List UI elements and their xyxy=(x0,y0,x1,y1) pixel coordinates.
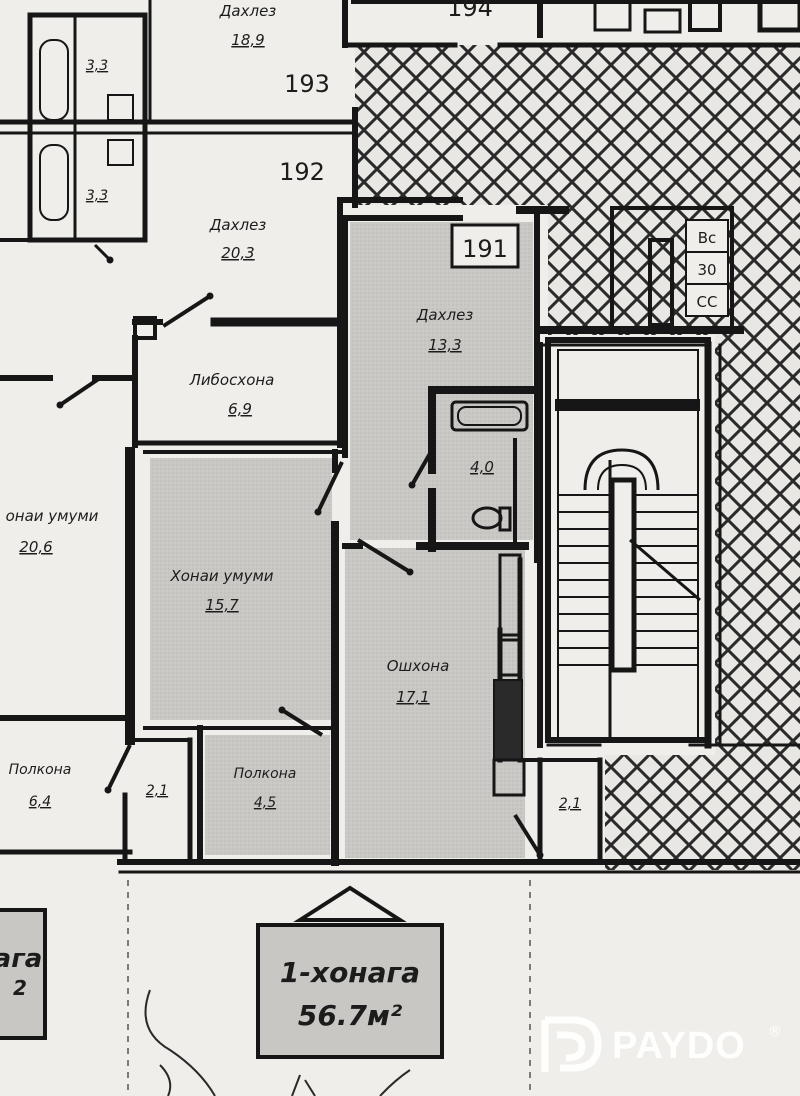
apartment-191-box xyxy=(450,223,520,269)
door-ends xyxy=(56,256,544,859)
top-walls xyxy=(0,0,800,208)
utility-label-3: СС xyxy=(697,293,718,311)
room-area-balcony-left: 6,4 xyxy=(29,794,51,810)
left-card-line1: ага xyxy=(0,944,42,974)
room-name-dahlez-191: Дахлез xyxy=(416,306,474,324)
left-summary-card xyxy=(0,908,47,1040)
hatched-area-top xyxy=(355,45,800,205)
paydo-logo-icon xyxy=(541,1016,602,1072)
orientation-arrow-icon xyxy=(293,885,407,922)
room-name-living-191: Хонаи умуми xyxy=(169,567,273,585)
room-area-bath-b: 3,3 xyxy=(86,188,108,204)
utility-label-1: Вс xyxy=(698,229,717,247)
room-area-dahlez-top: 18,9 xyxy=(231,31,264,49)
door-swings xyxy=(106,449,542,857)
room-name-dahlez-top: Дахлез xyxy=(219,2,277,20)
bathtub-icon xyxy=(450,400,529,432)
hatched-area-bottom xyxy=(605,755,800,870)
room-name-balcony-left: Полкона xyxy=(9,762,72,778)
room-name-libos: Либосхона xyxy=(189,371,275,389)
room-area-kitchen: 17,1 xyxy=(396,688,429,706)
room-name-balcony-191: Полкона xyxy=(234,766,297,782)
room-fill-balcony-191 xyxy=(205,735,330,855)
utility-shaft xyxy=(610,206,734,330)
toilet-icon xyxy=(471,506,512,532)
apartment-number-191: 191 xyxy=(462,235,508,263)
room-area-balcony-191: 4,5 xyxy=(254,795,276,811)
room-name-kitchen: Ошхона xyxy=(387,657,450,675)
hatched-area-right-lower xyxy=(715,335,800,755)
dimension-guides xyxy=(127,880,531,1096)
room-area-libos: 6,9 xyxy=(228,400,252,418)
watermark-text: PAYDO xyxy=(612,1025,746,1067)
room-area-vent-left: 2,1 xyxy=(146,783,168,799)
room-area-dahlez-192: 20,3 xyxy=(221,244,254,262)
utility-label-2: 30 xyxy=(697,261,716,279)
apartment-number-192: 192 xyxy=(279,158,325,186)
left-card-line2: 2 xyxy=(13,976,27,1000)
summary-card xyxy=(256,923,444,1059)
apartment-number-193: 193 xyxy=(284,70,330,98)
walls-192 xyxy=(0,197,463,448)
stair-steps xyxy=(558,494,698,666)
room-area-vent-right: 2,1 xyxy=(559,796,581,812)
watermark-mark: ® xyxy=(768,1024,782,1040)
room-name-living-left: онаи умуми xyxy=(6,507,99,525)
room-area-bath-a: 3,3 xyxy=(86,58,108,74)
summary-rooms: 1-хонага xyxy=(280,956,420,989)
kitchen-counter xyxy=(492,553,526,797)
apartment-number-194: 194 xyxy=(447,0,493,22)
room-name-dahlez-192: Дахлез xyxy=(209,216,267,234)
room-fill-living-191 xyxy=(150,458,332,720)
room-area-living-left: 20,6 xyxy=(19,538,52,556)
walls-191 xyxy=(0,206,800,874)
room-area-wc: 4,0 xyxy=(470,458,494,476)
summary-area: 56.7м² xyxy=(298,999,403,1032)
room-area-living-191: 15,7 xyxy=(205,596,239,614)
room-area-dahlez-191: 13,3 xyxy=(428,336,461,354)
top-right-fixtures xyxy=(593,0,800,34)
bath-block xyxy=(0,12,148,262)
handwritten-scribble xyxy=(144,989,411,1096)
